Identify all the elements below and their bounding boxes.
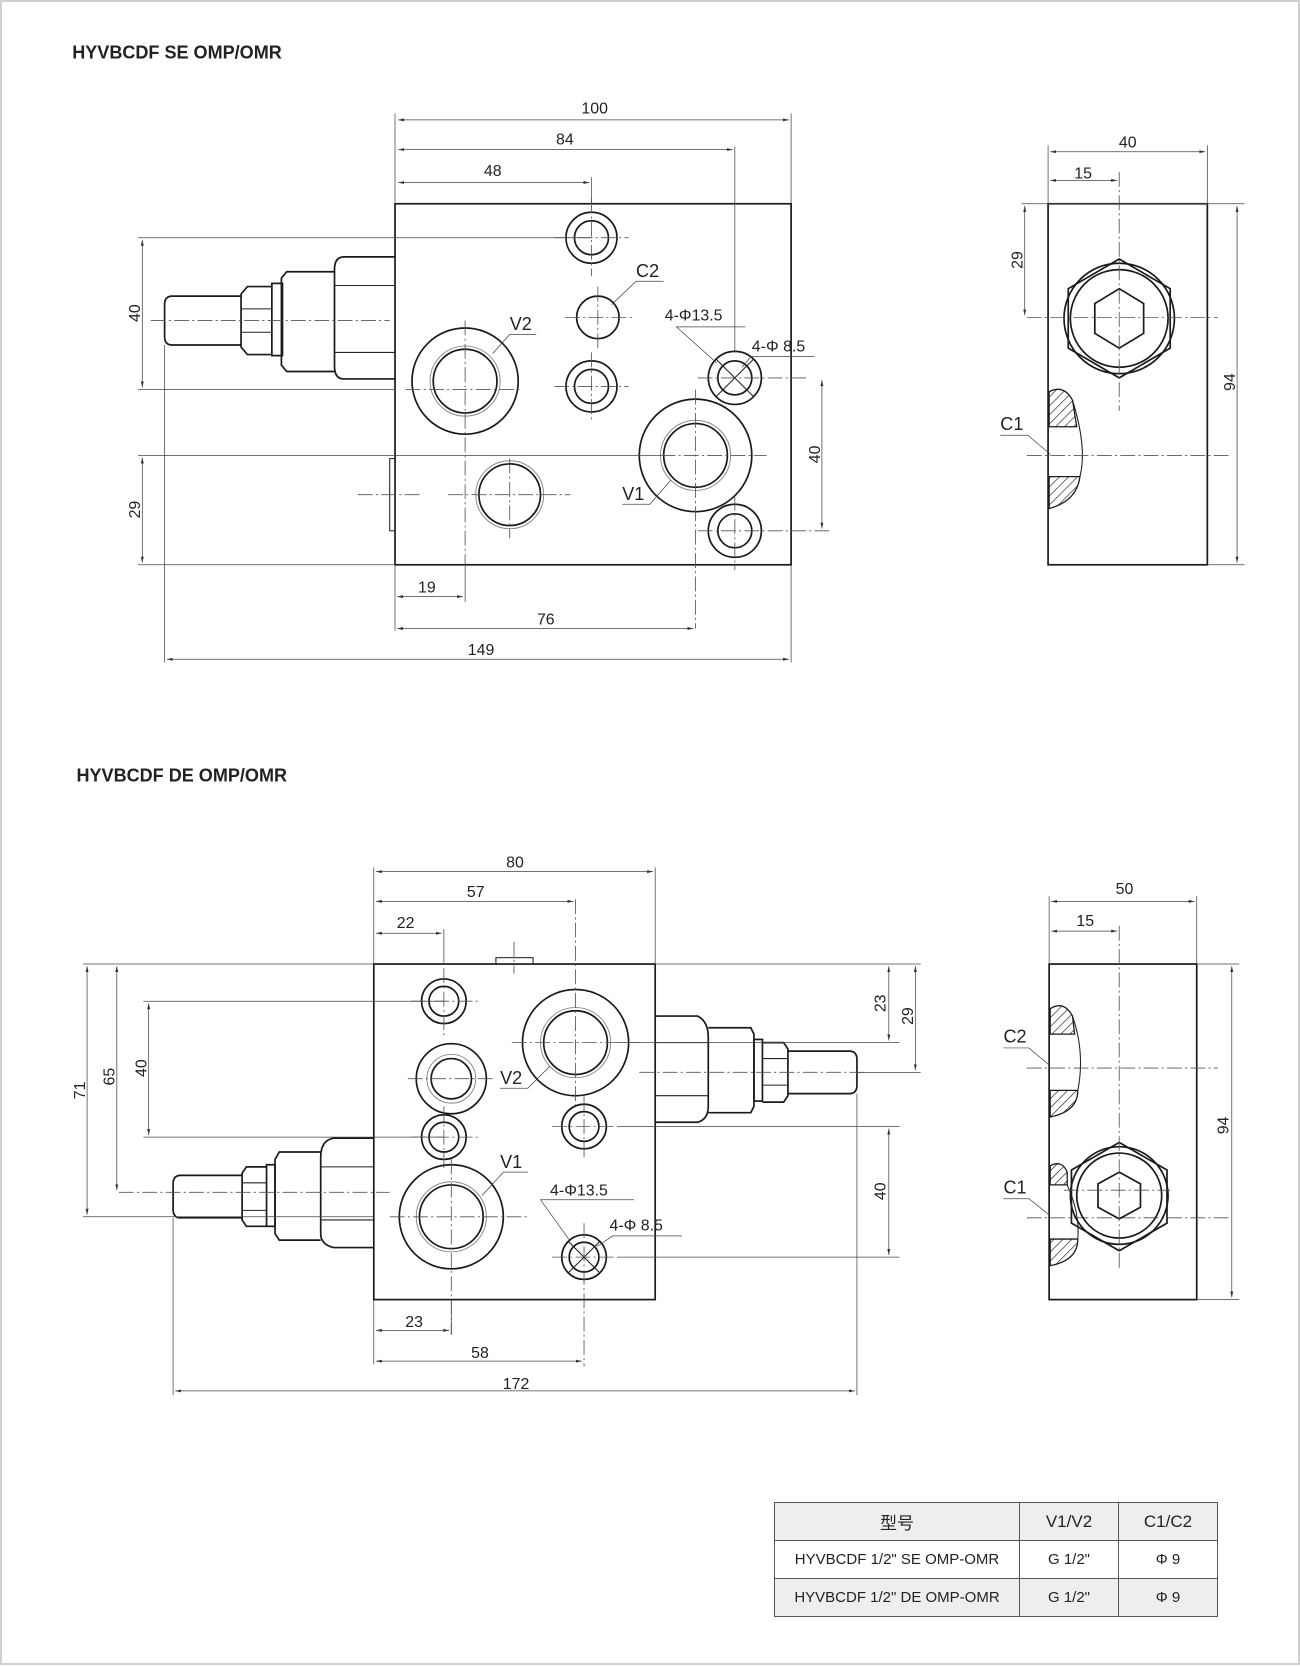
de-dim-29-right: 29 — [900, 1007, 917, 1025]
se-side-dim-29: 29 — [1010, 251, 1027, 269]
de-dim-23-right: 23 — [873, 994, 890, 1012]
de-dim-57: 57 — [467, 884, 485, 901]
de-side-c1-section — [1026, 1163, 1229, 1267]
de-dim-80: 80 — [506, 854, 524, 871]
de-side-c2-section — [1026, 1005, 1218, 1118]
se-cartridge-valve — [150, 255, 396, 380]
se-dim-29-left: 29 — [127, 501, 144, 519]
cell-v1v2: G 1/2" — [1019, 1540, 1119, 1579]
de-dim-23-bottom: 23 — [405, 1314, 423, 1331]
se-callout-through-hole: 4-Φ 8.5 — [752, 338, 806, 355]
table-row: HYVBCDF 1/2" DE OMP-OMR G 1/2" Φ 9 — [774, 1578, 1218, 1617]
cell-model: HYVBCDF 1/2" DE OMP-OMR — [774, 1578, 1020, 1617]
se-dim-40-left: 40 — [127, 304, 144, 322]
de-label-v1: V1 — [500, 1152, 522, 1172]
se-dim-100: 100 — [581, 100, 608, 117]
de-dim-71: 71 — [72, 1081, 89, 1099]
se-port-holes — [357, 198, 831, 629]
de-port-holes — [389, 899, 640, 1367]
header-c1c2: C1/C2 — [1118, 1502, 1218, 1541]
drawing-title-se: HYVBCDF SE OMP/OMR — [72, 42, 282, 62]
de-dim-172: 172 — [503, 1376, 530, 1393]
se-dim-149: 149 — [468, 642, 495, 659]
se-dimensions: 100 84 48 40 29 40 19 76 149 — [127, 100, 824, 663]
se-block-body — [394, 202, 792, 566]
de-callout-through-hole: 4-Φ 8.5 — [610, 1218, 664, 1235]
de-side-dim-94: 94 — [1216, 1116, 1233, 1134]
cell-v1v2: G 1/2" — [1019, 1578, 1119, 1617]
cell-model: HYVBCDF 1/2" SE OMP-OMR — [774, 1540, 1020, 1579]
se-label-v2: V2 — [510, 314, 532, 334]
de-side-dim-50: 50 — [1116, 881, 1134, 898]
se-side-label-c1: C1 — [1000, 414, 1023, 434]
se-side-dim-40: 40 — [1119, 134, 1137, 151]
se-dim-40-right: 40 — [807, 445, 824, 463]
se-side-view: C1 40 15 29 94 — [1000, 134, 1245, 566]
header-model: 型号 — [774, 1502, 1020, 1541]
de-right-cartridge-valve — [639, 1015, 868, 1124]
se-callouts: V2 C2 V1 4-Φ13.5 4-Φ 8.5 — [492, 261, 815, 505]
se-dim-48: 48 — [484, 163, 502, 180]
se-callout-counterbore: 4-Φ13.5 — [665, 308, 723, 325]
de-side-hex-plug — [1064, 1141, 1171, 1252]
cell-c1c2: Φ 9 — [1118, 1540, 1218, 1579]
de-dim-58: 58 — [471, 1345, 489, 1362]
se-side-dim-94: 94 — [1222, 373, 1239, 391]
de-block-body — [372, 963, 657, 1301]
de-dim-65: 65 — [102, 1068, 119, 1086]
de-label-v2: V2 — [500, 1068, 522, 1088]
de-callouts: V2 V1 4-Φ13.5 4-Φ 8.5 — [481, 1065, 682, 1247]
spec-table: 型号 V1/V2 C1/C2 HYVBCDF 1/2" SE OMP-OMR G… — [774, 1502, 1218, 1617]
de-callout-counterbore: 4-Φ13.5 — [550, 1183, 608, 1200]
header-v1v2: V1/V2 — [1019, 1502, 1119, 1541]
cell-c1c2: Φ 9 — [1118, 1578, 1218, 1617]
se-label-v1: V1 — [622, 484, 644, 504]
de-front-view: 80 57 22 71 65 40 23 29 — [72, 854, 921, 1396]
de-dim-40-left: 40 — [134, 1059, 151, 1077]
table-row: HYVBCDF 1/2" SE OMP-OMR G 1/2" Φ 9 — [774, 1540, 1218, 1579]
se-front-view: 100 84 48 40 29 40 19 76 149 — [127, 100, 831, 663]
se-dim-19: 19 — [418, 579, 436, 596]
se-dim-84: 84 — [556, 131, 574, 148]
de-dimensions: 80 57 22 71 65 40 23 29 — [72, 854, 921, 1396]
se-side-c1-section — [1026, 388, 1229, 510]
se-label-c2: C2 — [636, 261, 659, 281]
de-side-view: C2 C1 50 15 94 — [1003, 881, 1240, 1301]
de-dim-40-right: 40 — [873, 1182, 890, 1200]
se-side-dim-15: 15 — [1074, 165, 1092, 182]
de-left-cartridge-valve — [118, 1137, 390, 1249]
de-side-label-c1: C1 — [1003, 1177, 1026, 1197]
se-dim-76: 76 — [537, 611, 555, 628]
spec-table-header: 型号 V1/V2 C1/C2 — [774, 1502, 1218, 1541]
drawing-title-de: HYVBCDF DE OMP/OMR — [76, 765, 287, 785]
de-side-label-c2: C2 — [1003, 1027, 1026, 1047]
de-side-dim-15: 15 — [1076, 913, 1094, 930]
de-dim-22: 22 — [397, 915, 415, 932]
